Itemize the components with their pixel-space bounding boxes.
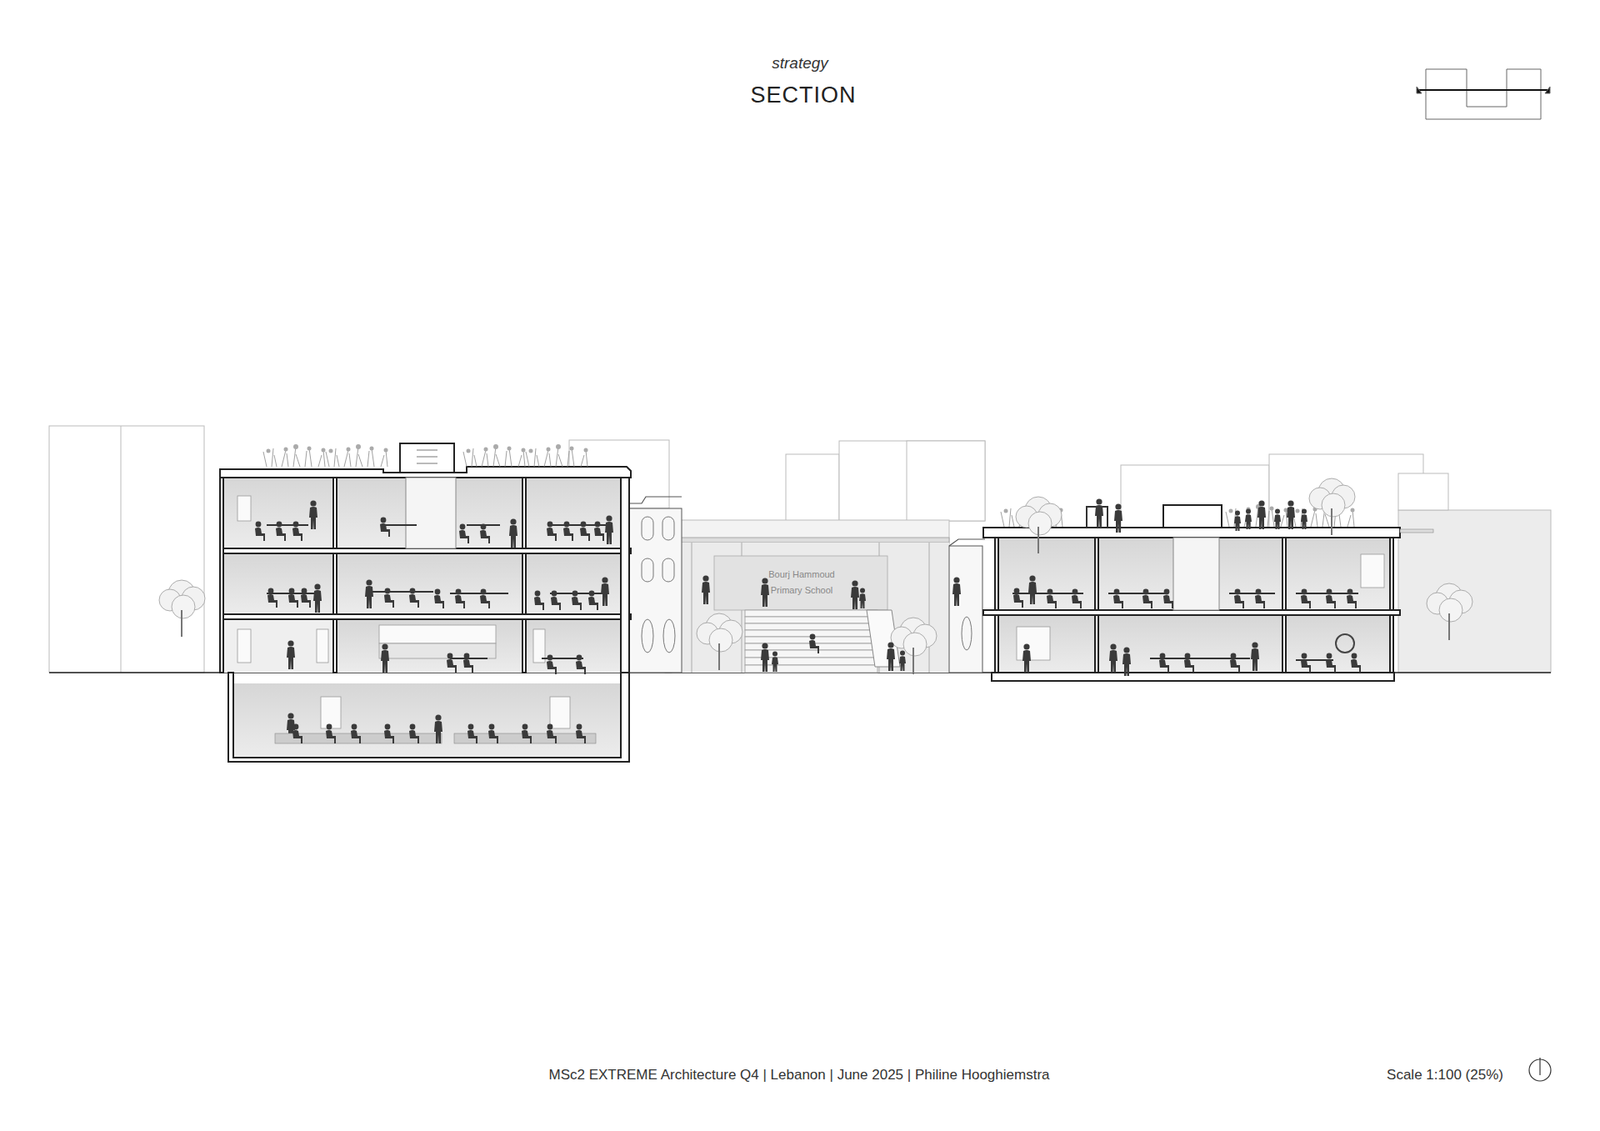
footer-credit: MSc2 EXTREME Architecture Q4 | Lebanon |…: [548, 1066, 1050, 1084]
north-arrow: [1529, 1057, 1551, 1081]
subtitle: strategy: [771, 54, 829, 73]
left-building: [159, 443, 682, 762]
scale-note: Scale 1:100 (25%): [1386, 1066, 1504, 1084]
sign-text: Bourj Hammoud: [768, 569, 835, 580]
context-buildings: [49, 425, 1551, 673]
key-plan: [1416, 69, 1550, 120]
drawing-title: SECTION: [750, 82, 856, 109]
sign-text: Primary School: [770, 585, 834, 595]
courtyard: [665, 520, 963, 675]
right-building: [949, 478, 1473, 681]
